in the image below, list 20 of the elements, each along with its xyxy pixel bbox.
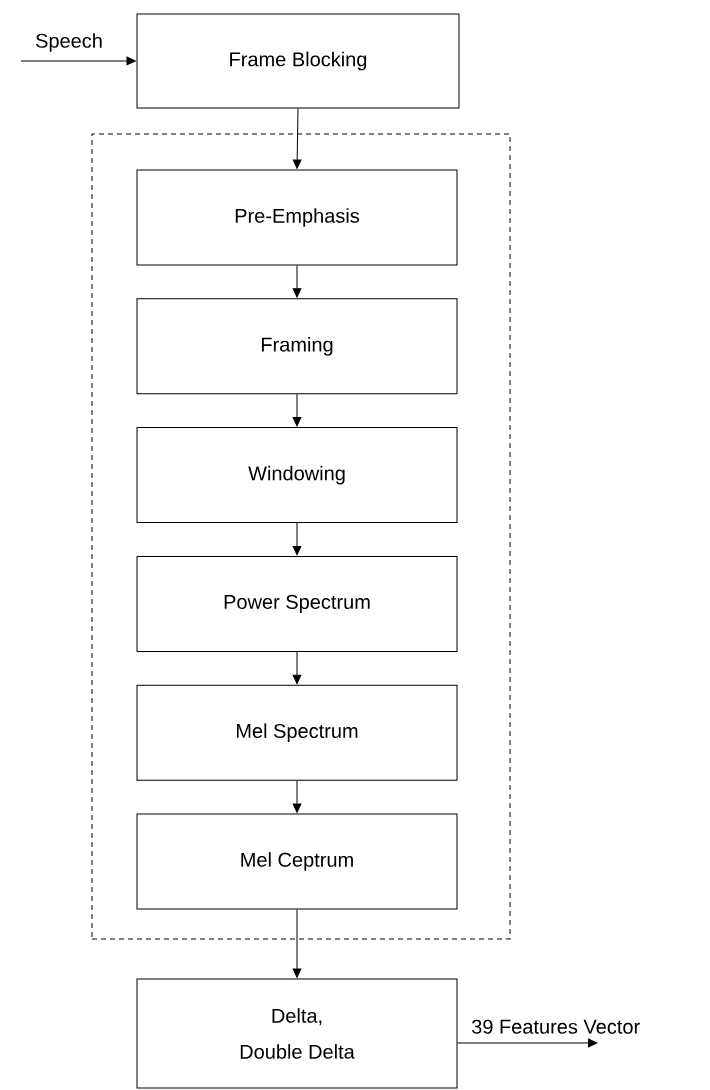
arrow (292, 909, 302, 978)
process-box: Windowing (136, 427, 458, 524)
arrow (292, 393, 302, 427)
edge-label: 39 Features Vector (471, 1019, 640, 1034)
process-box: Mel Spectrum (136, 684, 458, 781)
dashed-group-frame (91, 133, 511, 940)
edge-label: Speech (36, 33, 102, 52)
process-box: Mel Ceptrum (136, 813, 458, 910)
process-box: Power Spectrum (136, 555, 458, 652)
arrow (292, 265, 302, 298)
process-box: Framing (136, 298, 458, 395)
arrow (292, 651, 302, 684)
process-box: Frame Blocking (136, 13, 460, 109)
arrow (292, 108, 302, 169)
arrow (20, 56, 136, 66)
process-box: Delta, Double Delta (136, 978, 458, 1089)
arrow (457, 1038, 598, 1048)
arrow (292, 522, 302, 556)
arrow (292, 780, 302, 813)
process-box: Pre-Emphasis (136, 169, 458, 266)
